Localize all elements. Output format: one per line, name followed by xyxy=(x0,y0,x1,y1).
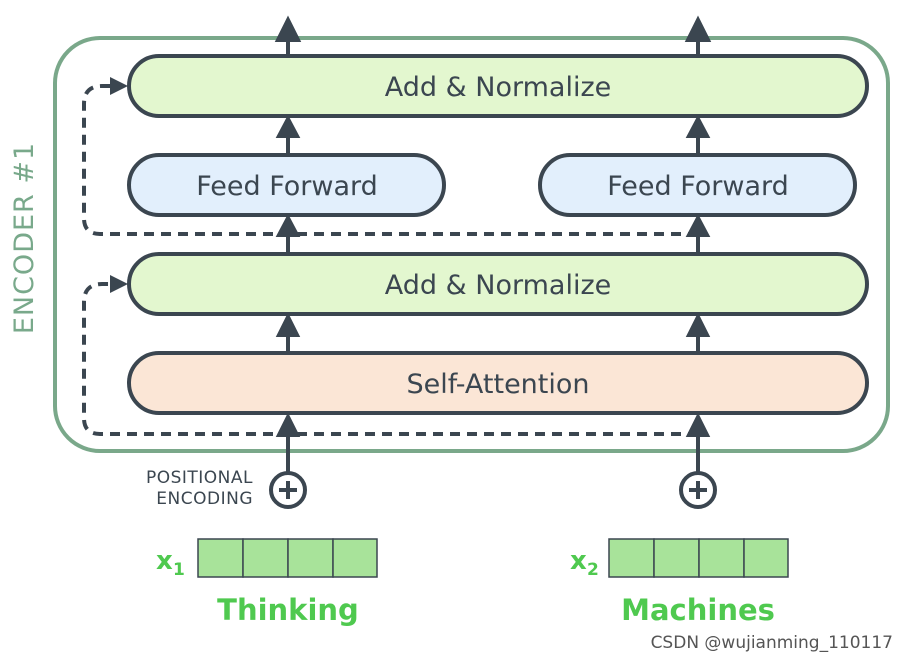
residual-lower-arrowhead xyxy=(110,275,128,293)
output-arrows xyxy=(274,15,712,56)
residual-connection-lower xyxy=(82,282,698,436)
input-machines: x 2 Machines xyxy=(570,538,789,627)
feed-forward-right-box: Feed Forward xyxy=(538,153,857,217)
bottom-add-normalize-box: Add & Normalize xyxy=(127,252,869,316)
feed-forward-right-label: Feed Forward xyxy=(607,171,789,202)
feed-forward-left-label: Feed Forward xyxy=(196,171,378,202)
plus-circle-icon xyxy=(679,471,717,509)
input-subscript: 2 xyxy=(587,560,599,580)
embedding-cell xyxy=(743,538,789,578)
embedding-vector xyxy=(608,538,789,578)
residual-connection-upper xyxy=(82,84,698,236)
embedding-cell xyxy=(698,538,745,578)
bottom-add-normalize-label: Add & Normalize xyxy=(385,270,611,301)
input-subscript: 1 xyxy=(173,560,185,580)
positional-encoding-label-line1: POSITIONAL xyxy=(146,468,253,488)
input-thinking: x 1 Thinking xyxy=(156,538,378,627)
attn-to-add-arrows xyxy=(275,312,711,352)
embedding-cell xyxy=(608,538,655,578)
self-attention-box: Self-Attention xyxy=(127,351,869,415)
top-add-normalize-label: Add & Normalize xyxy=(385,72,611,103)
input-word-thinking: Thinking xyxy=(217,593,359,627)
encoder-label: ENCODER #1 xyxy=(9,142,40,334)
plus-circle-icon xyxy=(269,471,307,509)
embedding-cell xyxy=(197,538,244,578)
encoder-container xyxy=(53,36,890,453)
self-attention-label: Self-Attention xyxy=(406,369,589,400)
feed-forward-left-box: Feed Forward xyxy=(127,153,446,217)
input-symbol: x xyxy=(570,546,587,576)
positional-encoding-label-line2: ENCODING xyxy=(156,489,253,509)
embedding-cell xyxy=(653,538,700,578)
embedding-vector xyxy=(197,538,378,578)
input-word-machines: Machines xyxy=(621,593,775,627)
top-add-normalize-box: Add & Normalize xyxy=(127,54,869,118)
residual-upper-arrowhead xyxy=(110,77,128,95)
input-symbol: x xyxy=(156,546,173,576)
ffn-to-add-arrows xyxy=(275,114,711,153)
embedding-cell xyxy=(332,538,378,578)
watermark: CSDN @wujianming_110117 xyxy=(651,633,893,653)
input-arrows xyxy=(275,412,711,472)
embedding-cell xyxy=(242,538,289,578)
embedding-cell xyxy=(287,538,334,578)
